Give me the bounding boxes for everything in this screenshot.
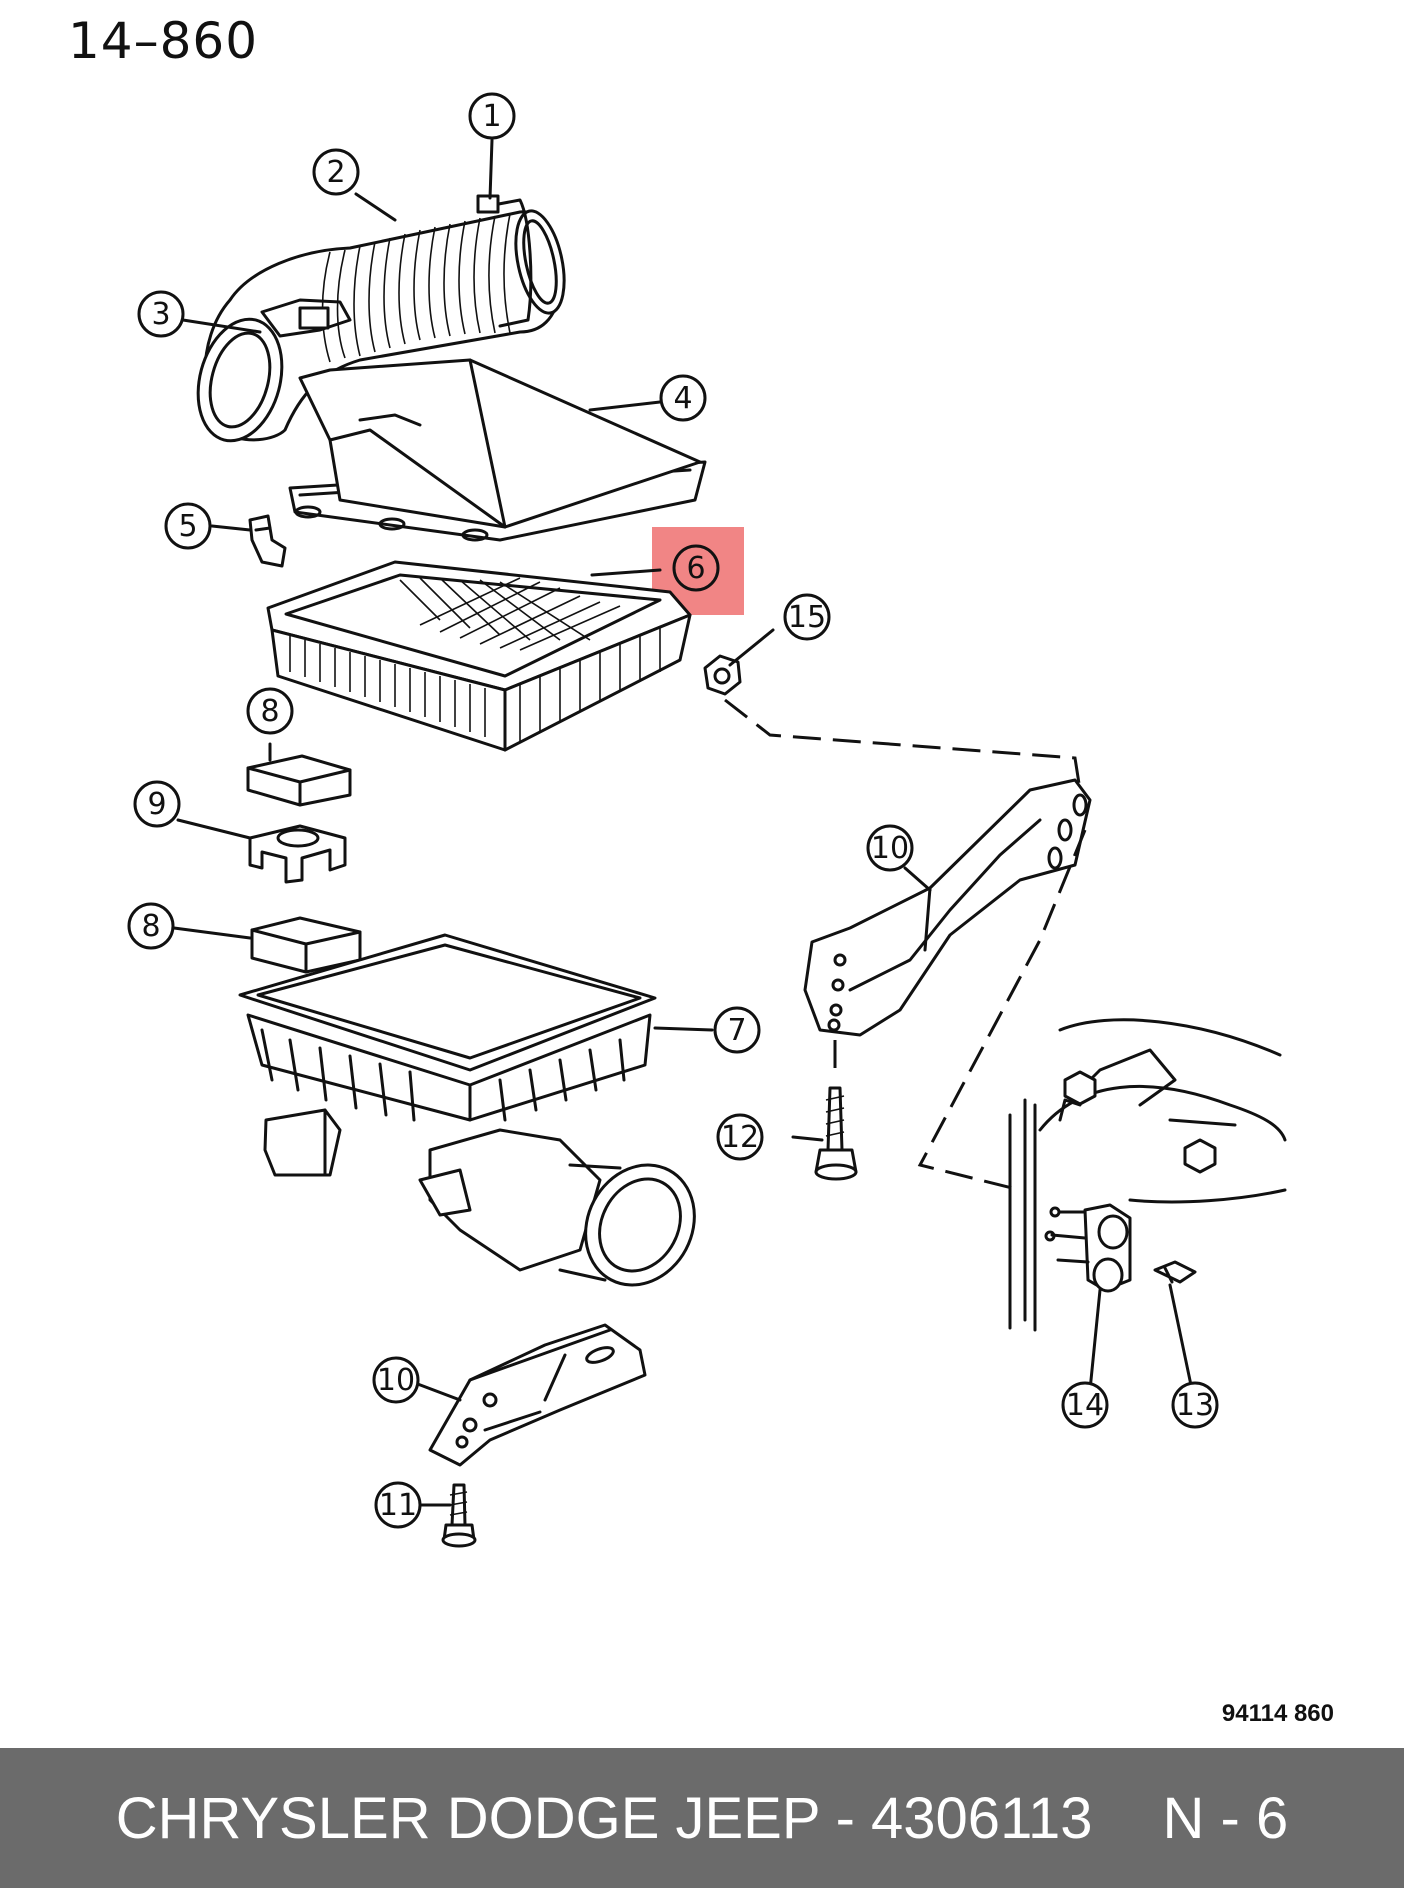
- callout-label-2: 2: [326, 155, 345, 190]
- callout-circle-10-upper: [866, 824, 914, 872]
- footer-title: CHRYSLER DODGE JEEP - 4306113: [115, 1785, 1093, 1851]
- air-filter-part-6: [266, 560, 692, 752]
- callout-circle-4: [659, 374, 707, 422]
- callout-label-7: 7: [727, 1013, 746, 1048]
- body-panel: [1008, 1018, 1287, 1332]
- callout-circle-8-lower: [127, 902, 175, 950]
- footer-position: N - 6: [1162, 1785, 1289, 1851]
- callout-circle-6: [672, 544, 720, 592]
- callout-circle-15: [783, 593, 831, 641]
- callout-label-13: 13: [1176, 1388, 1214, 1423]
- callout-label-8-lower: 8: [141, 909, 160, 944]
- callout-circle-2: [312, 148, 360, 196]
- callout-label-14: 14: [1066, 1388, 1104, 1423]
- air-cleaner-housing-part-7: [238, 933, 696, 1287]
- callout-label-9: 9: [147, 787, 166, 822]
- leader-lines: [172, 138, 1194, 1507]
- air-cleaner-cover-part-4: [288, 358, 707, 542]
- screw-part-11: [441, 1483, 477, 1548]
- callout-label-12: 12: [721, 1120, 759, 1155]
- callout-label-5: 5: [178, 509, 197, 544]
- pin-part-13: [1153, 1260, 1197, 1284]
- callout-circle-8-upper: [246, 687, 294, 735]
- callout-label-10-lower: 10: [377, 1363, 415, 1398]
- callout-circle-12: [716, 1113, 764, 1161]
- footer-bar: CHRYSLER DODGE JEEP - 4306113 N - 6: [0, 1748, 1404, 1888]
- callout-circle-13: [1171, 1381, 1219, 1429]
- callout-label-15: 15: [788, 600, 826, 635]
- reference-code: 94114 860: [1221, 1700, 1334, 1727]
- page-code: 14–860: [68, 12, 259, 70]
- intake-hose-part-2: [196, 194, 566, 443]
- callout-label-1: 1: [482, 99, 501, 134]
- callout-circle-3: [137, 290, 185, 338]
- callout-label-8-upper: 8: [260, 694, 279, 729]
- callout-label-6: 6: [686, 551, 705, 586]
- clip-part-5: [248, 514, 287, 568]
- callout-label-10-upper: 10: [871, 831, 909, 866]
- screw-part-12: [814, 1086, 858, 1181]
- callout-label-11: 11: [379, 1488, 417, 1523]
- dashed-leader-10: [917, 829, 1087, 1192]
- callout-circle-14: [1061, 1381, 1109, 1429]
- bracket-part-14: [1044, 1203, 1132, 1293]
- grommet-part-8-upper: [246, 754, 352, 807]
- callout-circle-5: [164, 502, 212, 550]
- callout-circle-9: [133, 780, 181, 828]
- callout-label-4: 4: [673, 381, 692, 416]
- parts-diagram: 1 2 3 4 5 6 7 8 9 8 10 11 12 13 14 15 10: [127, 92, 1287, 1548]
- bracket-part-10-upper: [803, 778, 1092, 1037]
- bracket-part-10-lower: [428, 1323, 647, 1467]
- callouts: 1 2 3 4 5 6 7 8 9 8 10 11 12 13 14 15 10: [127, 92, 1219, 1529]
- callout-circle-10-lower: [372, 1356, 420, 1404]
- callout-circle-1: [468, 92, 516, 140]
- callout-circle-11: [374, 1481, 422, 1529]
- insulator-part-9: [248, 824, 347, 884]
- callout-circle-7: [713, 1006, 761, 1054]
- callout-label-3: 3: [151, 297, 170, 332]
- dashed-leader-15: [724, 698, 1082, 791]
